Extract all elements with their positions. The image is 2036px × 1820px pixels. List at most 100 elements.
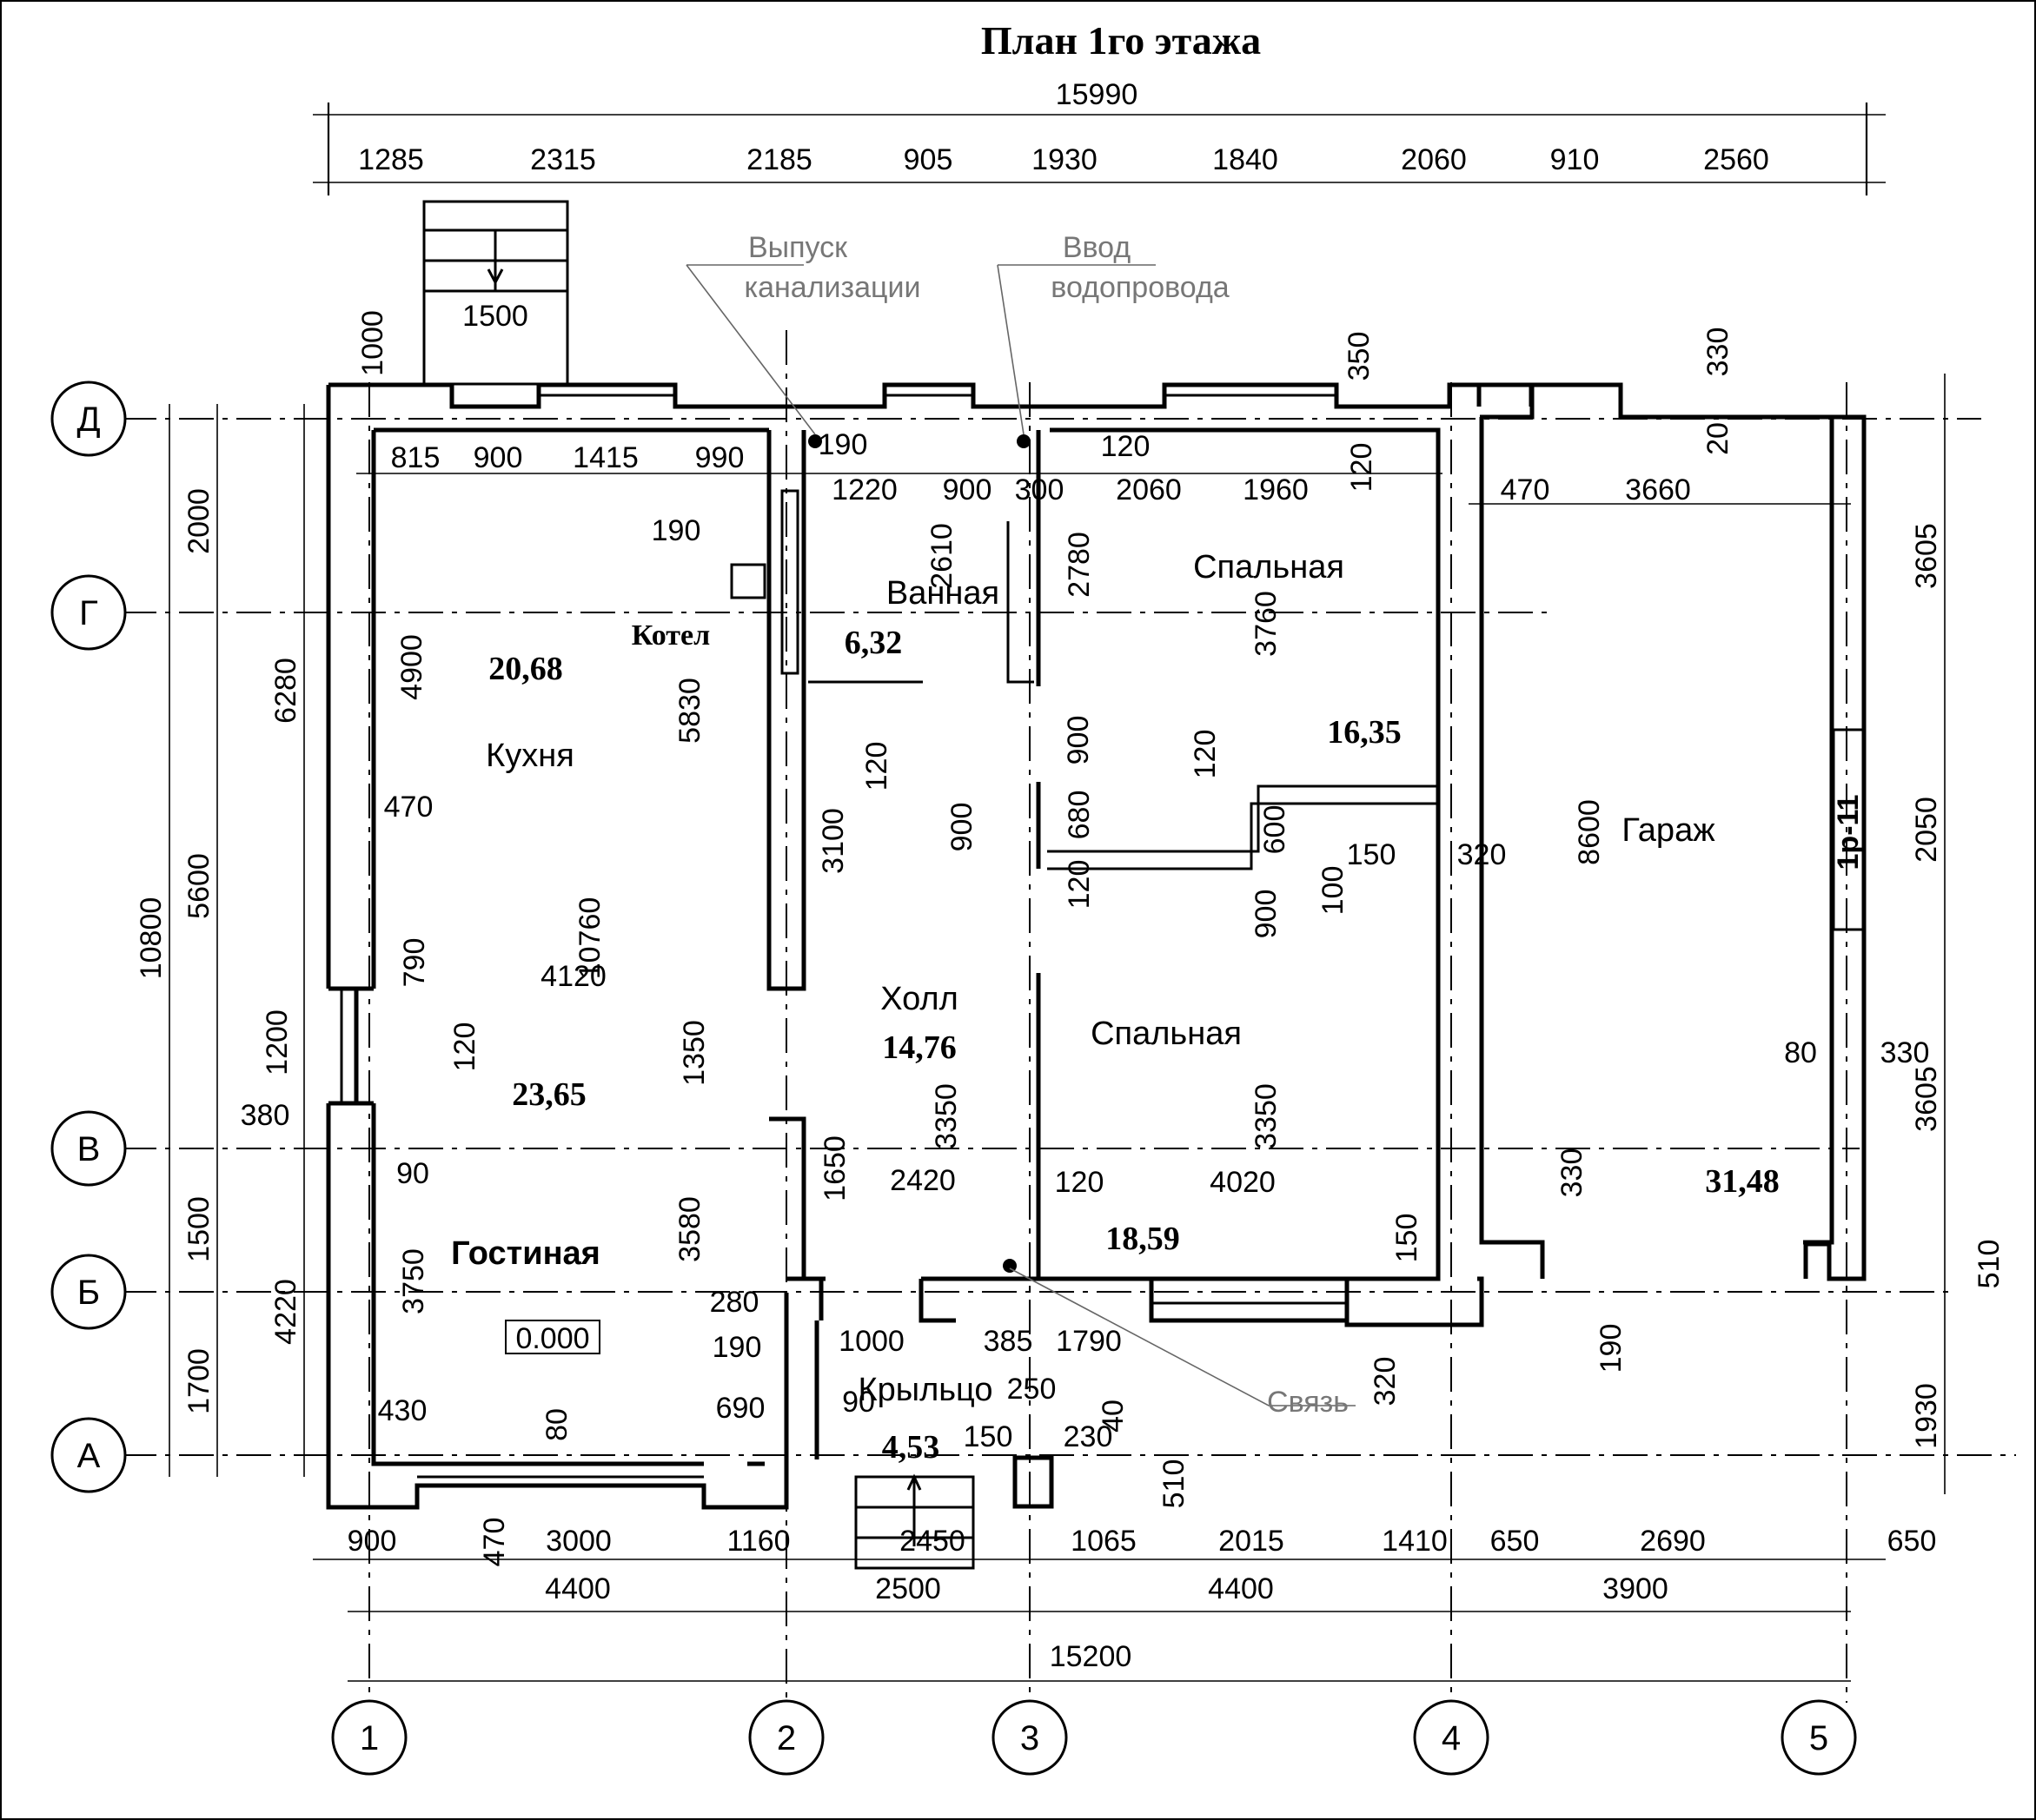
dim-inner: 900 <box>1250 890 1283 939</box>
room-name: Спальная <box>1091 1016 1242 1052</box>
room-bedroom-1: Спальная 16,35 <box>1193 549 1402 751</box>
dim-inner: 470 <box>1501 473 1550 506</box>
dim-left: 1500 <box>182 1196 216 1262</box>
dim-inner: 900 <box>945 803 978 852</box>
dim-bottom: 650 <box>1490 1525 1540 1558</box>
dim-bottom: 1065 <box>1071 1525 1137 1558</box>
dim-inner: 8600 <box>1573 799 1606 865</box>
dim-inner: 3350 <box>1250 1083 1283 1149</box>
note-sewer: Выпуск канализации <box>744 231 920 304</box>
note-water: Ввод водопровода <box>1051 231 1230 304</box>
axis-label: В <box>77 1130 101 1168</box>
dim-bottom: 1410 <box>1382 1525 1448 1558</box>
note-line: Выпуск <box>748 231 848 264</box>
room-name: Гостиная <box>451 1235 600 1272</box>
dim-left: 5600 <box>182 853 216 919</box>
dim-inner: 190 <box>652 514 701 547</box>
dim-inner: 150 <box>1390 1214 1423 1263</box>
dim-inner: 330 <box>1555 1148 1588 1198</box>
dim-left: 1700 <box>182 1348 216 1414</box>
dim-inner: 3660 <box>1625 473 1691 506</box>
dim-inner: 120 <box>1101 430 1151 463</box>
note-line: канализации <box>744 271 920 304</box>
dim-inner: 5830 <box>673 678 706 744</box>
dim-inner: 3350 <box>930 1083 963 1149</box>
dim-inner: 1415 <box>573 441 639 474</box>
dim-inner: 4020 <box>1210 1166 1276 1199</box>
boiler-symbol <box>730 563 766 599</box>
dim-inner: 230 <box>1064 1420 1113 1453</box>
dim-axis: 3900 <box>1602 1572 1668 1605</box>
dim-inner: 1000 <box>839 1325 905 1358</box>
dim-top: 910 <box>1550 143 1600 176</box>
dim-overall-left: 10800 <box>135 897 168 980</box>
dim-top: 905 <box>904 143 953 176</box>
dim-top: 1930 <box>1031 143 1098 176</box>
dim-inner: 600 <box>1258 805 1291 855</box>
plan-title: План 1го этажа <box>981 18 1261 63</box>
dim-inner: 4900 <box>395 634 428 700</box>
room-bath: Ванная 6,32 <box>845 575 999 661</box>
dim-inner: 330 <box>1880 1036 1930 1069</box>
level-mark-box <box>505 1320 600 1354</box>
dim-inner: 1650 <box>819 1135 852 1201</box>
dim-inner: 3750 <box>397 1248 430 1314</box>
room-area: 20,68 <box>488 651 563 687</box>
dim-inner: 190 <box>1595 1324 1628 1373</box>
dim-left: 2000 <box>182 488 216 554</box>
dim-inner: 680 <box>1063 791 1096 840</box>
dim-axis: 4400 <box>545 1572 611 1605</box>
axis-bubble-A: А <box>50 1417 127 1493</box>
axis-bubble-D: Д <box>50 381 127 457</box>
room-name: Кухня <box>486 738 574 774</box>
dim-right: 510 <box>1973 1240 2006 1289</box>
axis-label: Б <box>77 1274 100 1312</box>
dim-inner: 120 <box>860 742 893 791</box>
room-name: Спальная <box>1193 549 1344 586</box>
dim-top: 2185 <box>746 143 812 176</box>
dim-inner: 90 <box>396 1157 429 1190</box>
dim-inner: 1220 <box>832 473 898 506</box>
dim-top: 2560 <box>1703 143 1769 176</box>
dim-inner: 990 <box>695 441 745 474</box>
axis-label: Д <box>76 400 100 439</box>
room-bedroom-2: Спальная 18,59 <box>1091 1016 1242 1257</box>
room-area: 4,53 <box>882 1429 940 1466</box>
axis-label: 1 <box>360 1719 379 1757</box>
comm-point <box>1003 1259 1017 1273</box>
dim-axis: 4400 <box>1208 1572 1274 1605</box>
axis-label: 2 <box>777 1719 796 1757</box>
dim-inner: 10760 <box>574 897 607 980</box>
room-area: 31,48 <box>1705 1163 1780 1200</box>
dim-inner: 900 <box>1062 716 1095 765</box>
dim-inner: 1960 <box>1243 473 1309 506</box>
dim-inner: 2060 <box>1116 473 1182 506</box>
walls <box>326 382 1867 1510</box>
dim-inner: 80 <box>1784 1036 1817 1069</box>
dim-bottom: 1160 <box>726 1525 790 1558</box>
dim-inner: 790 <box>398 938 431 988</box>
dim-top: 2315 <box>530 143 596 176</box>
axis-bubble-V: В <box>50 1110 127 1187</box>
dim-bottom: 3000 <box>546 1525 612 1558</box>
dim-top: 1285 <box>358 143 424 176</box>
axis-bubble-1: 1 <box>331 1699 408 1776</box>
axis-label: Г <box>79 594 98 632</box>
dim-inner: 4120 <box>541 960 607 993</box>
dim-bottom: 2450 <box>899 1525 965 1558</box>
dim-bottom: 900 <box>348 1525 397 1558</box>
dim-right: 3605 <box>1910 1066 1943 1132</box>
ventilation-shaft <box>780 489 799 675</box>
dim-bottom: 650 <box>1887 1525 1937 1558</box>
dim-inner: 100 <box>1316 866 1350 916</box>
level-mark: 0.000 <box>515 1322 589 1355</box>
porch-stairs <box>854 1473 975 1570</box>
dim-top: 2060 <box>1401 143 1467 176</box>
dim-inner: 150 <box>1347 838 1396 871</box>
dim-inner: 380 <box>241 1099 290 1132</box>
dim-inner: 1200 <box>261 1009 294 1075</box>
dim-inner: 80 <box>541 1408 574 1441</box>
dim-axis: 2500 <box>875 1572 941 1605</box>
dim-left-mid: 4220 <box>269 1279 302 1345</box>
dim-inner: 320 <box>1457 838 1507 871</box>
